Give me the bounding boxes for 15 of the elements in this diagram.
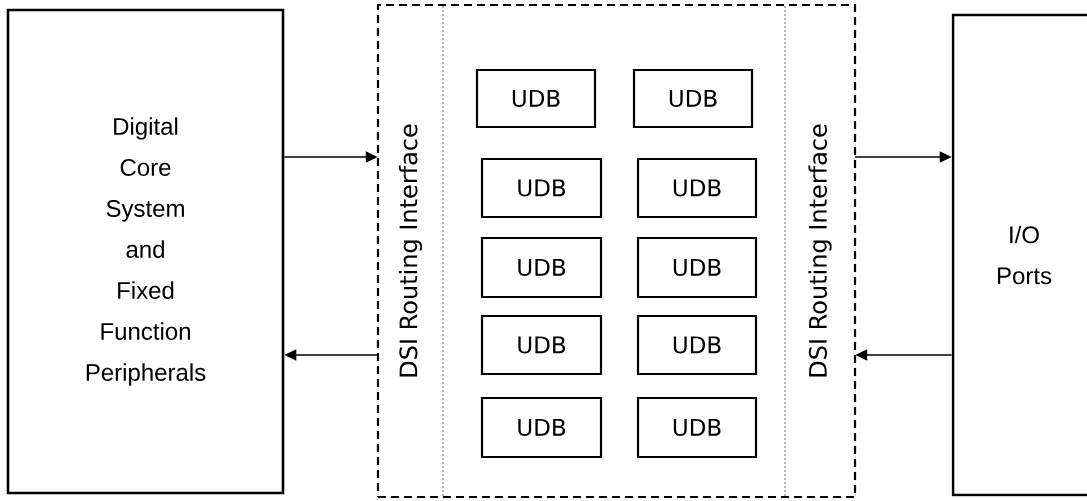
udb-box: UDB — [480, 236, 603, 299]
block: I/O Ports — [951, 13, 1087, 497]
udb-box: UDB — [636, 157, 758, 219]
udb-box: UDB — [480, 396, 603, 459]
routing-strip: DSI Routing Interface — [784, 5, 832, 497]
block: Digital Core System and Fixed Function Peripherals — [6, 8, 285, 495]
udb-box: UDB — [480, 157, 603, 219]
dashed-frame — [376, 3, 857, 499]
udb-box: UDB — [480, 314, 603, 376]
udb-box: UDB — [636, 236, 758, 299]
udb-box: UDB — [636, 314, 758, 376]
udb-box: UDB — [475, 68, 597, 129]
udb-box: UDB — [636, 396, 758, 459]
udb-box: UDB — [632, 68, 754, 129]
routing-strip: DSI Routing Interface — [398, 5, 444, 497]
